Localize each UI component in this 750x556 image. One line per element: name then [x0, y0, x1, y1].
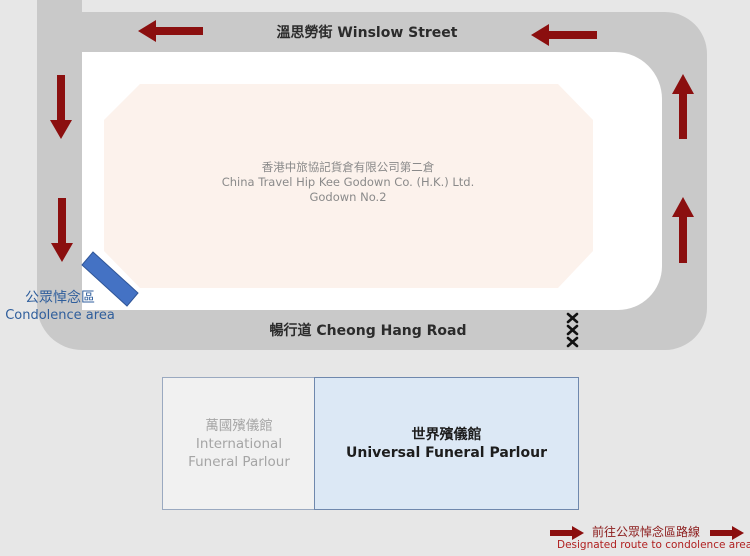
legend-route-arrow-icon: [550, 526, 744, 540]
route-arrow-icon: [672, 74, 694, 139]
universal-funeral-parlour: 世界殯儀館 Universal Funeral Parlour: [314, 377, 579, 510]
univ-parlour-name-zh: 世界殯儀館: [411, 426, 482, 443]
winslow-street-label: 溫思勞街 Winslow Street: [276, 25, 458, 41]
route-arrow-icon: [672, 197, 694, 263]
intl-parlour-name-zh: 萬國殯儀館: [205, 417, 273, 434]
intl-parlour-name-en-1: International: [195, 435, 283, 452]
route-arrow-icon: [531, 24, 597, 46]
cross-barrier-icon: [566, 312, 579, 348]
condolence-area-marker: [81, 251, 139, 307]
condolence-label-en: Condolence area: [5, 308, 115, 323]
route-arrow-icon: [50, 75, 72, 139]
godown-unit: Godown No.2: [309, 190, 387, 204]
legend-label-zh: 前往公眾悼念區路線: [592, 525, 701, 539]
godown-name-zh: 香港中旅協記貨倉有限公司第二倉: [261, 160, 435, 174]
godown-name-en: China Travel Hip Kee Godown Co. (H.K.) L…: [221, 175, 475, 189]
route-arrow-icon: [51, 198, 73, 262]
godown-building: [104, 84, 593, 288]
international-funeral-parlour: 萬國殯儀館 International Funeral Parlour: [162, 377, 315, 510]
legend-label-en: Designated route to condolence area: [557, 539, 750, 551]
route-arrow-icon: [138, 20, 203, 42]
univ-parlour-name-en: Universal Funeral Parlour: [346, 444, 547, 461]
intl-parlour-name-en-2: Funeral Parlour: [188, 453, 290, 470]
map-legend: 前往公眾悼念區路線 Designated route to condolence…: [550, 523, 750, 556]
cheong-hang-road-label: 暢行道 Cheong Hang Road: [269, 323, 467, 339]
condolence-label-zh: 公眾悼念區: [25, 290, 95, 306]
godown-label: 香港中旅協記貨倉有限公司第二倉 China Travel Hip Kee God…: [198, 160, 498, 205]
condolence-area-label: 公眾悼念區 Condolence area: [0, 289, 120, 325]
